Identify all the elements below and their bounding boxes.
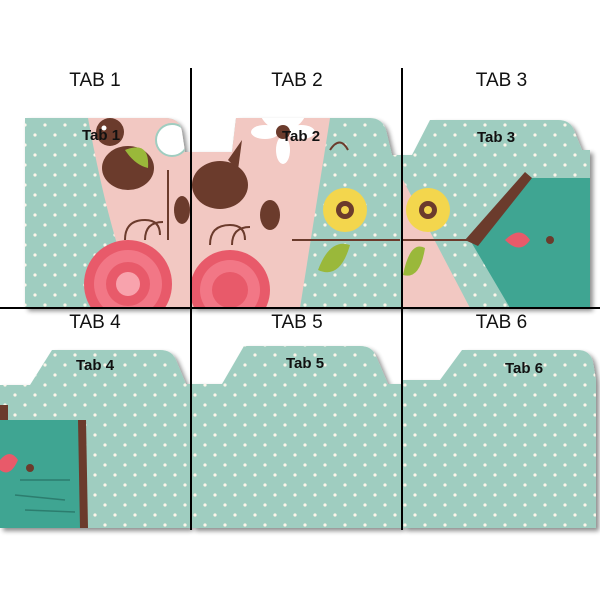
cell-title-6: TAB 6	[475, 312, 528, 333]
horizontal-divider	[0, 307, 600, 309]
tab-label-1: Tab 1	[82, 127, 121, 144]
cell-title-2: TAB 2	[271, 70, 323, 91]
cell-title-1: TAB 1	[69, 70, 121, 91]
vertical-divider-left	[190, 68, 192, 530]
vertical-divider-right	[401, 68, 403, 530]
tab-label-3: Tab 3	[477, 129, 516, 146]
tab-card-6	[403, 350, 596, 528]
cell-title-3: TAB 3	[475, 70, 528, 91]
tab-label-6: Tab 6	[505, 360, 544, 377]
tab-label-5: Tab 5	[286, 355, 325, 372]
cell-title-5: TAB 5	[271, 312, 323, 333]
tab-label-4: Tab 4	[76, 357, 115, 374]
tab-label-2: Tab 2	[282, 128, 321, 145]
cell-title-4: TAB 4	[69, 312, 121, 333]
tab-card-5	[192, 346, 402, 528]
